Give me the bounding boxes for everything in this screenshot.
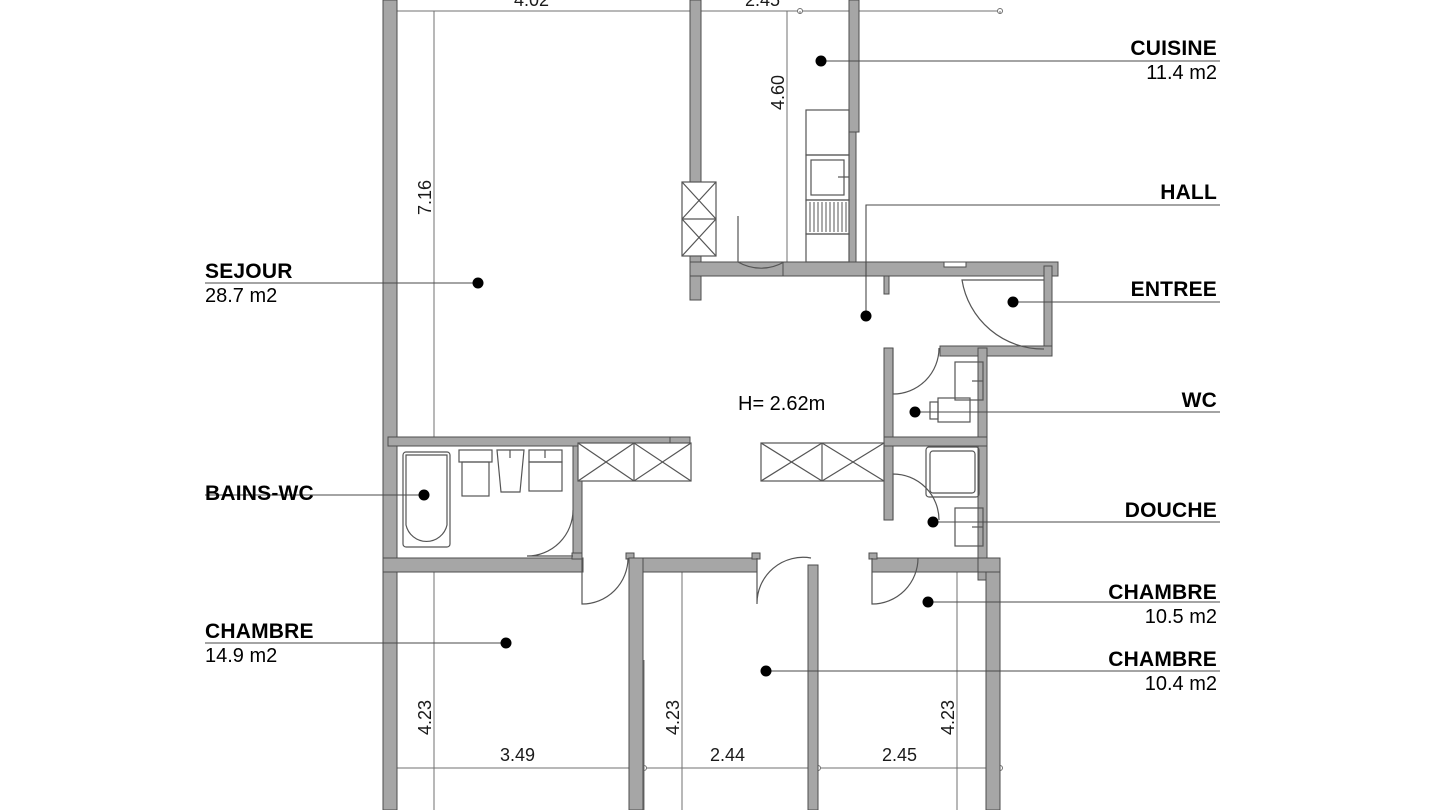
room-area-chambre-104: 10.4 m2 [1144, 673, 1217, 695]
bathroom-vanity [458, 449, 563, 497]
leader-lines [205, 60, 1220, 672]
room-label-chambre-104: CHAMBRE 10.4 m2 [1108, 647, 1217, 697]
shower-tray [925, 446, 980, 498]
leader-dot-wc [909, 406, 921, 418]
room-label-hall: HALL [1160, 180, 1217, 205]
dimension-vert-4-60: 4.60 [768, 74, 788, 110]
dimension-top-2-45: 2.45 [745, 0, 781, 10]
leader-dot-sejour [472, 277, 484, 289]
leader-dot-chambre-104 [760, 665, 772, 677]
dimension-vert-4-23-left: 4.23 [415, 699, 435, 735]
room-label-sejour: SEJOUR 28.7 m2 [205, 259, 293, 309]
dimension-bottom-2-45: 2.45 [882, 745, 918, 765]
dimension-bottom-2-44: 2.44 [710, 745, 746, 765]
room-name-chambre-104: CHAMBRE [1108, 648, 1217, 671]
room-name-hall: HALL [1160, 181, 1217, 204]
room-area-chambre-105: 10.5 m2 [1144, 606, 1217, 628]
fixtures [402, 109, 984, 548]
room-label-chambre-149: CHAMBRE 14.9 m2 [205, 619, 314, 669]
leader-dot-chambre-149 [500, 637, 512, 649]
leader-dot-entree [1007, 296, 1019, 308]
closet-corridor-left [577, 442, 692, 482]
kitchen-units [805, 109, 850, 263]
room-area-chambre-149: 14.9 m2 [205, 645, 278, 667]
room-label-chambre-105: CHAMBRE 10.5 m2 [1108, 580, 1217, 630]
closet-sejour [681, 181, 717, 257]
wc-fixtures [929, 361, 984, 423]
door-swings [526, 216, 1045, 605]
room-label-douche: DOUCHE [1125, 498, 1217, 523]
room-label-bains-wc: BAINS-WC [205, 481, 314, 506]
room-name-entree: ENTREE [1130, 278, 1217, 301]
room-area-cuisine: 11.4 m2 [1146, 62, 1217, 84]
dimension-top-4-02: 4.02 [514, 0, 550, 10]
room-label-cuisine: CUISINE 11.4 m2 [1130, 36, 1217, 86]
leader-dots [418, 55, 1019, 677]
walls [382, 0, 1059, 810]
leader-dot-hall [860, 310, 872, 322]
dimension-vert-7-16: 7.16 [415, 179, 435, 215]
closet-corridor-right [760, 442, 885, 482]
dimension-vert-4-23-mid: 4.23 [663, 699, 683, 735]
leader-dot-bains-wc [418, 489, 430, 501]
leader-dot-chambre-105 [922, 596, 934, 608]
leader-dot-cuisine [815, 55, 827, 67]
leader-dot-douche [927, 516, 939, 528]
room-label-wc: WC [1182, 388, 1217, 413]
bathtub [402, 451, 451, 548]
dimension-vert-4-23-right: 4.23 [938, 699, 958, 735]
ceiling-height-note: H= 2.62m [738, 393, 826, 415]
room-area-sejour: 28.7 m2 [205, 285, 278, 307]
room-label-entree: ENTREE [1131, 277, 1217, 302]
dimension-bottom-3-49: 3.49 [500, 745, 536, 765]
room-name-cuisine: CUISINE [1130, 37, 1217, 60]
room-name-sejour: SEJOUR [205, 260, 293, 283]
room-name-douche: DOUCHE [1124, 499, 1217, 522]
room-name-chambre-105: CHAMBRE [1108, 581, 1217, 604]
douche-basin [954, 507, 984, 547]
room-name-chambre-149: CHAMBRE [205, 620, 314, 643]
room-name-bains-wc: BAINS-WC [205, 482, 314, 505]
room-name-wc: WC [1181, 389, 1217, 412]
